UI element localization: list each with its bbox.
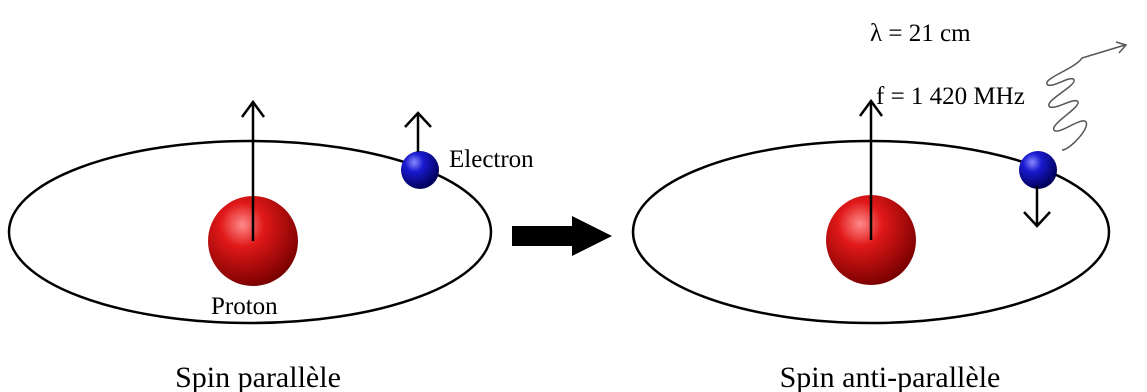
electron-spin-up-arrow xyxy=(404,111,432,152)
photon-wave xyxy=(1046,44,1126,151)
transition-arrow xyxy=(512,216,612,256)
panel-parallel: Electron Proton Spin parallèle xyxy=(7,99,534,392)
frequency-label: f = 1 420 MHz xyxy=(876,83,1025,110)
electron-sphere xyxy=(401,151,439,189)
caption-parallel: Spin parallèle xyxy=(175,361,341,392)
panel-antiparallel: Spin anti-parallèle xyxy=(631,98,1111,392)
electron-label: Electron xyxy=(449,146,534,173)
electron-spin-down-arrow xyxy=(1023,186,1051,228)
proton-spin-up-arrow xyxy=(240,99,266,241)
electron-sphere xyxy=(1019,151,1057,189)
caption-antiparallel: Spin anti-parallèle xyxy=(780,361,1001,392)
proton-spin-up-arrow xyxy=(858,98,884,240)
wavelength-label: λ = 21 cm xyxy=(870,20,971,47)
photon-arrowhead xyxy=(1115,41,1128,54)
proton-label: Proton xyxy=(211,293,278,320)
photon-emission: λ = 21 cm f = 1 420 MHz xyxy=(870,20,1128,151)
orbit-ellipse xyxy=(7,139,493,325)
